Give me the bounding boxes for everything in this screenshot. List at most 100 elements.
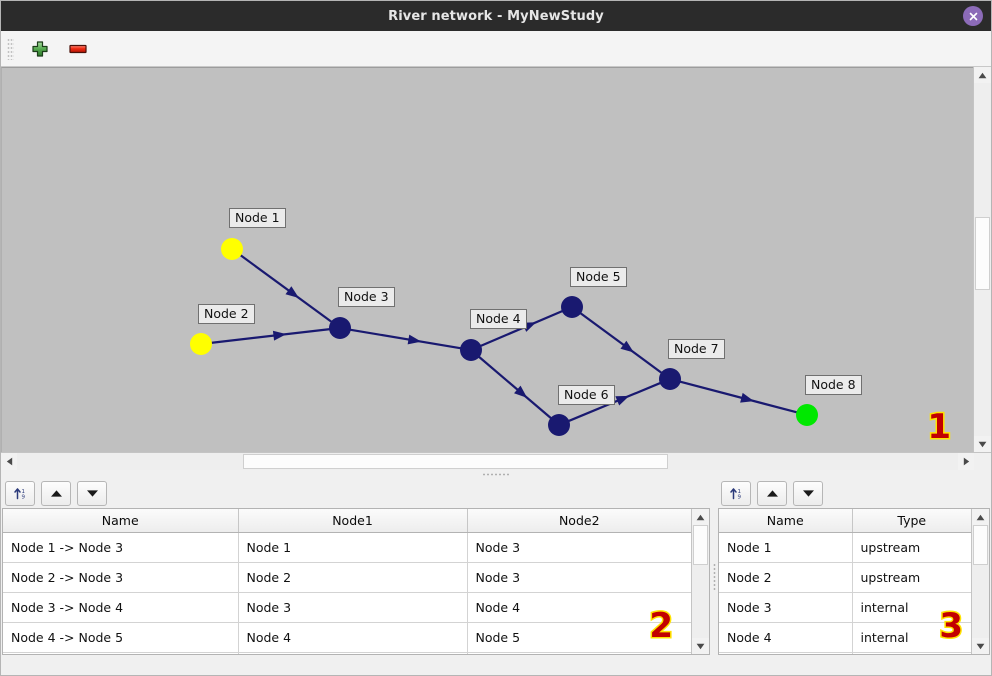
network-node[interactable] (796, 404, 818, 426)
table-cell[interactable] (852, 652, 971, 654)
links-scroll-down-icon[interactable] (692, 638, 709, 654)
links-sort-button[interactable]: 1 9 (5, 480, 35, 506)
network-node[interactable] (190, 333, 212, 355)
scroll-left-icon[interactable] (1, 453, 17, 470)
table-cell[interactable]: Node 5 (467, 622, 691, 653)
table-cell[interactable] (238, 652, 468, 654)
table-cell[interactable] (467, 652, 691, 654)
tables-splitter[interactable] (711, 478, 717, 675)
table-cell[interactable]: upstream (852, 562, 971, 593)
table-cell[interactable] (3, 652, 239, 654)
network-edge[interactable] (239, 254, 333, 323)
table-cell[interactable]: Node 3 (238, 592, 468, 623)
links-vertical-scroll-track[interactable] (692, 525, 709, 638)
table-cell[interactable]: internal (852, 622, 971, 653)
node-label[interactable]: Node 2 (198, 304, 255, 324)
svg-text:1: 1 (21, 488, 25, 494)
network-node[interactable] (329, 317, 351, 339)
nodes-table-vertical-scrollbar[interactable] (971, 509, 989, 654)
table-cell[interactable] (719, 652, 853, 654)
table-cell[interactable]: Node 1 -> Node 3 (3, 532, 239, 563)
add-node-button[interactable] (26, 35, 54, 63)
canvas-vertical-scrollbar[interactable] (973, 67, 991, 452)
links-move-down-button[interactable] (77, 480, 107, 506)
table-cell[interactable]: Node 4 -> Node 5 (3, 622, 239, 653)
vertical-scroll-thumb[interactable] (975, 217, 990, 290)
network-node[interactable] (548, 414, 570, 436)
node-label[interactable]: Node 6 (558, 385, 615, 405)
sort-ascending-icon: 1 9 (729, 487, 741, 500)
table-cell[interactable]: Node 4 (719, 622, 853, 653)
scroll-up-icon[interactable] (974, 67, 991, 83)
nodes-move-up-button[interactable] (757, 480, 787, 506)
table-cell[interactable]: Node 1 (719, 532, 853, 563)
table-cell[interactable]: Node 3 (467, 532, 691, 563)
table-cell[interactable]: Node 4 (238, 622, 468, 653)
scroll-right-icon[interactable] (958, 453, 974, 470)
links-vertical-scroll-thumb[interactable] (693, 525, 708, 566)
horizontal-scroll-track[interactable] (17, 453, 958, 470)
nodes-scroll-down-icon[interactable] (972, 638, 989, 654)
nodes-sort-button[interactable]: 1 9 (721, 480, 751, 506)
vertical-scroll-track[interactable] (974, 83, 991, 436)
table-cell[interactable]: Node 2 -> Node 3 (3, 562, 239, 593)
table-cell[interactable]: Node 2 (238, 562, 468, 593)
scroll-down-icon[interactable] (974, 436, 991, 452)
network-node[interactable] (659, 368, 681, 390)
nodes-scroll-up-icon[interactable] (972, 509, 989, 525)
node-label[interactable]: Node 3 (338, 287, 395, 307)
table-row[interactable] (3, 652, 691, 654)
main-splitter[interactable] (1, 470, 991, 478)
network-edge[interactable] (210, 328, 331, 344)
links-table-vertical-scrollbar[interactable] (691, 509, 709, 654)
links-column-header[interactable]: Node1 (238, 509, 468, 533)
network-node[interactable] (561, 296, 583, 318)
table-cell[interactable]: Node 3 -> Node 4 (3, 592, 239, 623)
table-cell[interactable]: internal (852, 592, 971, 623)
nodes-column-header[interactable]: Type (852, 509, 971, 533)
links-scroll-up-icon[interactable] (692, 509, 709, 525)
table-row[interactable] (719, 652, 971, 654)
node-label[interactable]: Node 8 (805, 375, 862, 395)
network-node[interactable] (460, 339, 482, 361)
node-label[interactable]: Node 5 (570, 267, 627, 287)
node-label[interactable]: Node 1 (229, 208, 286, 228)
network-edge[interactable] (477, 355, 553, 420)
links-column-header[interactable]: Node2 (467, 509, 691, 533)
table-cell[interactable]: Node 2 (719, 562, 853, 593)
network-node[interactable] (221, 238, 243, 260)
canvas-horizontal-scrollbar[interactable] (1, 452, 991, 470)
toolbar-grip[interactable] (7, 37, 14, 60)
table-cell[interactable]: Node 1 (238, 532, 468, 563)
network-edge[interactable] (579, 312, 663, 374)
node-label[interactable]: Node 4 (470, 309, 527, 329)
table-cell[interactable]: Node 3 (719, 592, 853, 623)
nodes-move-down-button[interactable] (793, 480, 823, 506)
network-edge[interactable] (349, 328, 462, 350)
delete-node-button[interactable] (64, 35, 92, 63)
links-column-header[interactable]: Name (3, 509, 239, 533)
network-edge[interactable] (679, 380, 798, 414)
bottom-panels: 1 9 (1, 478, 991, 675)
network-canvas[interactable]: Node 1 Node 2 Node 3 Node 4 Node 5 Node 6 Node… (1, 67, 973, 452)
close-icon[interactable] (963, 6, 983, 26)
links-move-up-button[interactable] (41, 480, 71, 506)
horizontal-scroll-thumb[interactable] (242, 454, 669, 469)
nodes-vertical-scroll-track[interactable] (972, 525, 989, 638)
table-cell[interactable]: Node 4 (467, 592, 691, 623)
table-cell[interactable]: Node 3 (467, 562, 691, 593)
node-label[interactable]: Node 7 (668, 339, 725, 359)
nodes-column-header[interactable]: Name (719, 509, 853, 533)
table-cell[interactable]: upstream (852, 532, 971, 563)
nodes-vertical-scroll-thumb[interactable] (973, 525, 988, 566)
